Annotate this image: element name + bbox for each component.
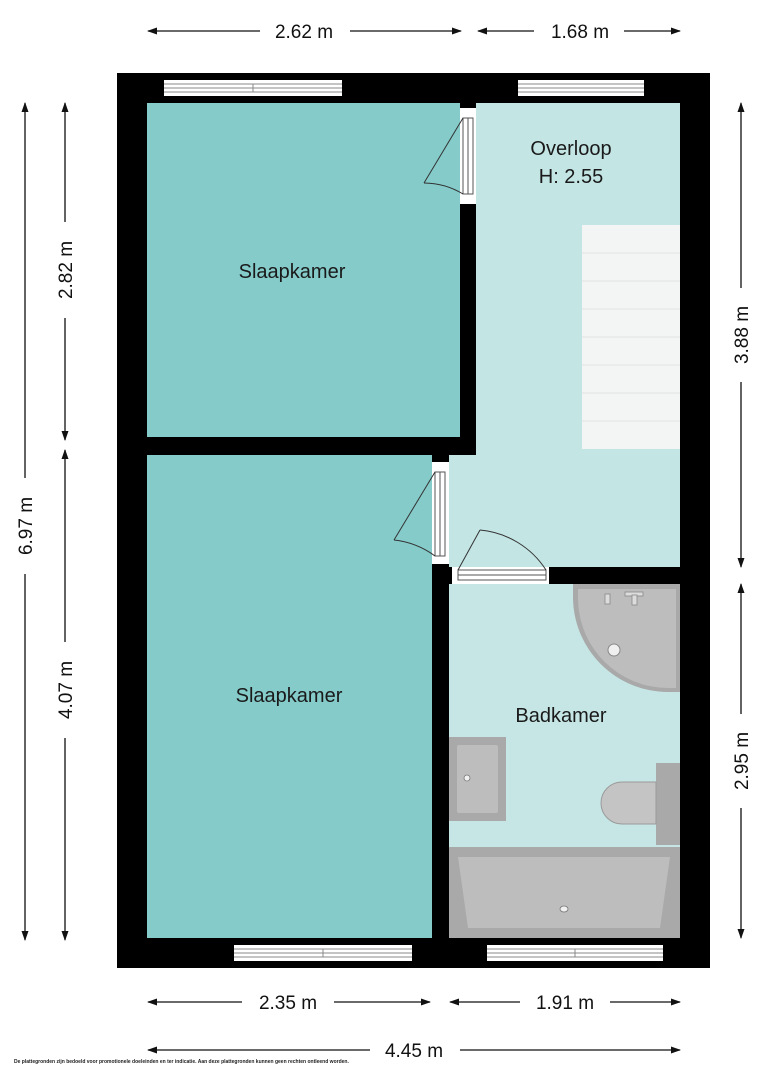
- dimension-left-total-label: 6.97 m: [16, 497, 37, 555]
- bathroom-label: Badkamer: [515, 705, 606, 727]
- dimension-bottom-total-label: 4.45 m: [385, 1041, 443, 1062]
- dimension-top-left: 2.62 m: [147, 22, 462, 43]
- bathtub-icon: [449, 847, 680, 938]
- dimension-bottom-left: 2.35 m: [147, 993, 431, 1014]
- dimension-left-upper-label: 2.82 m: [56, 241, 77, 299]
- toilet-icon: [600, 763, 680, 845]
- landing-height-label: H: 2.55: [539, 166, 603, 188]
- wall-bedroom-divider: [147, 437, 476, 455]
- window-bottom-right: [487, 945, 663, 961]
- wall-right: [680, 73, 710, 968]
- shower-icon: [573, 584, 680, 692]
- disclaimer-text: De plattegronden zijn bedoeld voor promo…: [14, 1059, 349, 1065]
- bedroom-bottom-label: Slaapkamer: [236, 685, 343, 707]
- dimension-right-upper-label: 3.88 m: [732, 306, 753, 364]
- bedroom-top-floor: [147, 103, 460, 437]
- window-top-right: [518, 80, 644, 96]
- dimension-left-total: 6.97 m: [16, 102, 37, 941]
- window-top-left: [164, 80, 342, 96]
- dimension-top-left-label: 2.62 m: [275, 22, 333, 43]
- dimension-right-upper: 3.88 m: [732, 102, 753, 568]
- bedroom-bottom-floor: [147, 455, 432, 938]
- bedroom-top-label: Slaapkamer: [239, 261, 346, 283]
- dimension-top-right: 1.68 m: [477, 22, 681, 43]
- dimension-bottom-left-label: 2.35 m: [259, 993, 317, 1014]
- door-bathroom: [452, 529, 549, 584]
- window-bottom-left: [234, 945, 412, 961]
- landing-floor-lower: [447, 455, 680, 567]
- dimension-bottom-right-label: 1.91 m: [536, 993, 594, 1014]
- dimension-right-lower: 2.95 m: [732, 583, 753, 939]
- door-bedroom-top: [423, 108, 476, 204]
- landing-label: Overloop: [530, 138, 611, 160]
- door-bedroom-bottom: [393, 462, 449, 564]
- dimension-left-lower-label: 4.07 m: [56, 661, 77, 719]
- wall-left: [117, 73, 147, 968]
- dimension-bottom-total: 4.45 m: [147, 1041, 681, 1062]
- dimension-left-upper: 2.82 m: [56, 102, 77, 441]
- dimension-bottom-right: 1.91 m: [449, 993, 681, 1014]
- dimension-right-lower-label: 2.95 m: [732, 732, 753, 790]
- stairs: [582, 225, 680, 449]
- dimension-top-right-label: 1.68 m: [551, 22, 609, 43]
- sink-icon: [449, 737, 506, 821]
- dimension-left-lower: 4.07 m: [56, 449, 77, 941]
